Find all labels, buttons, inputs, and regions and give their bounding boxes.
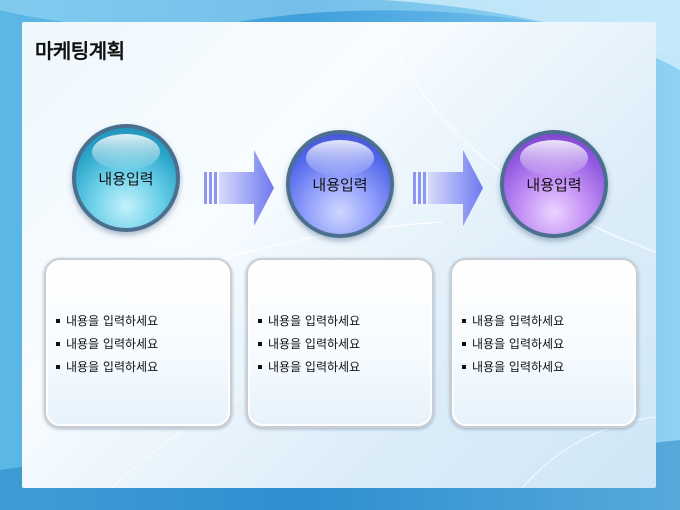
list-item: 내용을 입력하세요 — [56, 356, 158, 379]
arrow-right-icon — [204, 150, 274, 226]
list-item: 내용을 입력하세요 — [462, 356, 564, 379]
list-item: 내용을 입력하세요 — [258, 310, 360, 333]
list-item: 내용을 입력하세요 — [258, 333, 360, 356]
bullet-icon — [56, 364, 60, 369]
step-2-content-box: 내용을 입력하세요 내용을 입력하세요 내용을 입력하세요 — [246, 258, 434, 428]
list-item: 내용을 입력하세요 — [56, 310, 158, 333]
step-3-content-box: 내용을 입력하세요 내용을 입력하세요 내용을 입력하세요 — [450, 258, 638, 428]
list-item: 내용을 입력하세요 — [462, 333, 564, 356]
step-2-label: 내용입력 — [312, 176, 368, 194]
bullet-icon — [462, 341, 466, 346]
step-1-bullet-list: 내용을 입력하세요 내용을 입력하세요 내용을 입력하세요 — [56, 310, 158, 379]
step-1-content-box: 내용을 입력하세요 내용을 입력하세요 내용을 입력하세요 — [44, 258, 232, 428]
step-3-sphere: 내용입력 — [500, 130, 608, 238]
bullet-icon — [56, 341, 60, 346]
bullet-icon — [462, 318, 466, 323]
slide-title: 마케팅계획 — [35, 39, 125, 63]
step-1-sphere: 내용입력 — [72, 124, 180, 232]
step-1-label: 내용입력 — [98, 170, 154, 188]
bullet-icon — [462, 364, 466, 369]
list-item: 내용을 입력하세요 — [462, 310, 564, 333]
step-2-sphere: 내용입력 — [286, 130, 394, 238]
step-3-label: 내용입력 — [526, 176, 582, 194]
bullet-icon — [258, 341, 262, 346]
bullet-icon — [56, 318, 60, 323]
step-3-bullet-list: 내용을 입력하세요 내용을 입력하세요 내용을 입력하세요 — [462, 310, 564, 379]
bullet-icon — [258, 318, 262, 323]
list-item: 내용을 입력하세요 — [258, 356, 360, 379]
arrow-right-icon — [413, 150, 483, 226]
bullet-icon — [258, 364, 262, 369]
step-2-bullet-list: 내용을 입력하세요 내용을 입력하세요 내용을 입력하세요 — [258, 310, 360, 379]
list-item: 내용을 입력하세요 — [56, 333, 158, 356]
